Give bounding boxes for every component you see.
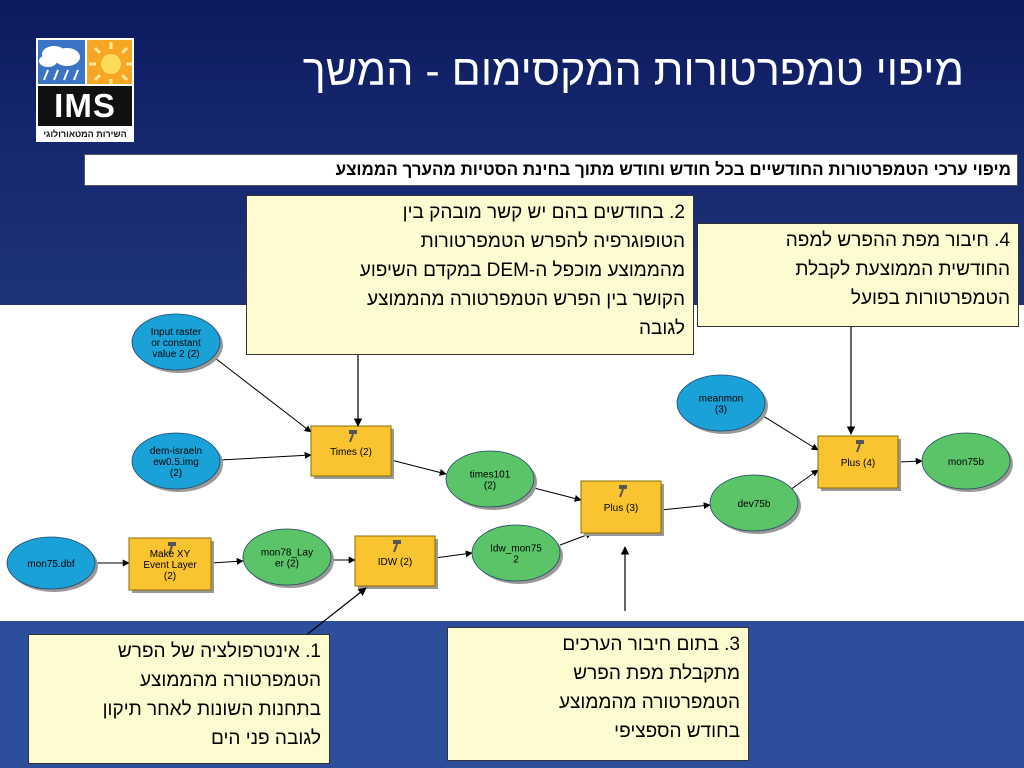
hammer-icon	[168, 542, 176, 555]
flow-arrow	[660, 502, 711, 511]
hammer-icon	[856, 440, 864, 453]
node-mon75dbf: mon75.dbf	[6, 536, 98, 592]
callout-line: בחודש הספציפי	[614, 721, 740, 742]
node-label: dev75b	[738, 499, 771, 510]
node-label: ew0.5.img	[153, 457, 199, 468]
node-label: 2	[513, 555, 519, 566]
flow-arrow	[533, 487, 582, 502]
node-mon75b: mon75b	[921, 432, 1013, 492]
slide-title: מיפוי טמפרטורות המקסימום - המשך	[302, 47, 964, 95]
node-plus4: Plus (4)	[817, 435, 901, 491]
node-label: mon75b	[948, 457, 985, 468]
node-label: Plus (4)	[841, 458, 875, 469]
node-meanmon: meanmon(3)	[676, 374, 768, 434]
hammer-icon	[349, 430, 357, 443]
callout-line: מהממוצע מוכפל ה-DEM במקדם השיפוע	[359, 260, 685, 281]
node-times: Times (2)	[310, 425, 394, 479]
callout-line: מתקבלת מפת הפרש	[573, 663, 740, 684]
node-mon78: mon78_Layer (2)	[242, 528, 334, 588]
node-label: dem-israeln	[150, 446, 202, 457]
node-label: Idw_mon75	[490, 544, 542, 555]
callout-line: הטופוגרפיה להפרש הטמפרטורות	[420, 231, 685, 252]
flow-arrow	[434, 550, 473, 559]
node-label: (2)	[170, 468, 182, 479]
callout-step-4: 4. חיבור מפת ההפרש למפה החודשית הממוצעת ל…	[697, 223, 1019, 327]
node-label: Plus (3)	[604, 503, 638, 514]
node-label: Input raster	[151, 327, 202, 338]
callout-step-1: 1. אינטרפולציה של הפרש הטמפרטורה מהממוצע ב…	[28, 634, 330, 764]
callout-line: הטמפרטורה מהממוצע	[558, 692, 740, 713]
flow-arrow	[214, 357, 312, 433]
node-idw: IDW (2)	[354, 535, 438, 589]
node-label: Event Layer	[143, 560, 197, 571]
logo-caption: השירות המטאורולוגי	[43, 129, 127, 139]
flow-arrow	[390, 459, 447, 476]
flow-arrow	[219, 451, 312, 461]
node-label: times101	[470, 470, 511, 481]
logo-text: IMS	[38, 86, 132, 126]
node-label: Make XY	[150, 549, 191, 560]
callout-line: 3. בתום חיבור הערכים	[562, 634, 740, 655]
flow-arrow	[210, 557, 244, 565]
flow-arrow	[897, 457, 923, 465]
callout-step-3: 3. בתום חיבור הערכים מתקבלת מפת הפרש הטמפר…	[447, 627, 749, 761]
hammer-icon	[393, 540, 401, 553]
node-label: (2)	[164, 571, 176, 582]
node-times101: times101(2)	[445, 450, 537, 510]
node-label: IDW (2)	[378, 557, 412, 568]
node-label: mon78_Lay	[261, 548, 313, 559]
node-label: or constant	[151, 338, 201, 349]
flow-arrow	[789, 469, 819, 491]
node-label: value 2 (2)	[152, 349, 199, 360]
callout-line: לגובה	[638, 318, 685, 339]
cloud-rain-icon	[38, 40, 85, 84]
callout-line: 1. אינטרפולציה של הפרש	[117, 641, 321, 662]
callout-line: 2. בחודשים בהם יש קשר מובהק בין	[402, 202, 685, 223]
callout-line: בתחנות השונות לאחר תיקון	[102, 699, 321, 720]
ims-logo: IMS השירות המטאורולוגי	[36, 38, 134, 142]
sun-icon	[87, 40, 132, 84]
callout-line: הקושר בין הפרש הטמפרטורה מהממוצע	[367, 289, 685, 310]
callout-line: לגובה פני הים	[210, 728, 321, 749]
node-label: (2)	[484, 481, 496, 492]
callout-line: 4. חיבור מפת ההפרש למפה	[785, 230, 1010, 251]
node-label: (3)	[715, 405, 727, 416]
callout-line: הטמפרטורה מהממוצע	[139, 670, 321, 691]
callout-pointer-arrow	[299, 587, 367, 641]
callout-line: החודשית הממוצעת לקבלת	[795, 259, 1010, 280]
callout-step-2: 2. בחודשים בהם יש קשר מובהק בין הטופוגרפי…	[246, 195, 694, 355]
node-label: er (2)	[275, 559, 299, 570]
node-label: meanmon	[699, 394, 743, 405]
node-dev75b: dev75b	[709, 474, 801, 534]
slide-subtitle: מיפוי ערכי הטמפרטורות החודשיים בכל חודש …	[84, 154, 1018, 186]
hammer-icon	[619, 485, 627, 498]
node-plus3: Plus (3)	[580, 480, 664, 536]
callout-line: הטמפרטורות בפועל	[850, 288, 1010, 309]
node-label: Times (2)	[330, 447, 372, 458]
flow-arrow	[759, 413, 819, 451]
node-label: mon75.dbf	[27, 559, 74, 570]
